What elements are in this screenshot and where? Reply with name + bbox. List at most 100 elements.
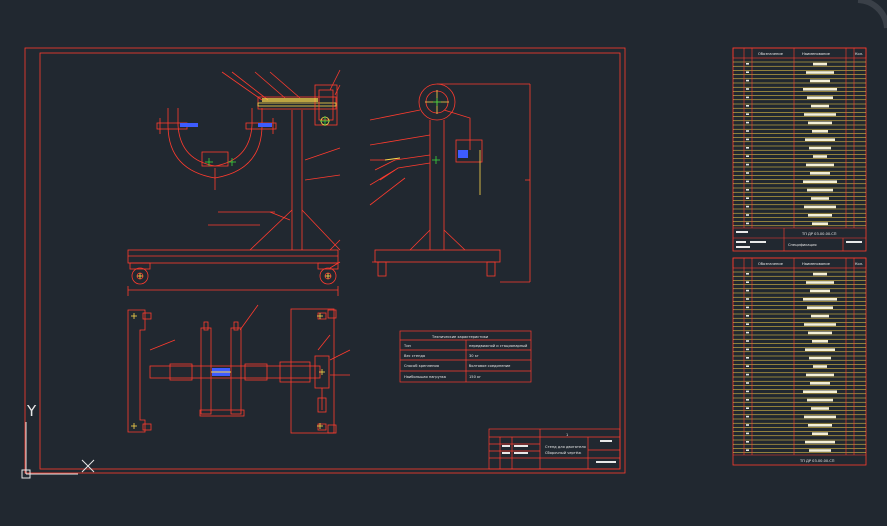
spec-row-index [746, 63, 749, 65]
spec-row-entry [812, 340, 828, 343]
sheet1-header-name: Наименование [802, 52, 831, 56]
front-view-accents [137, 98, 331, 279]
top-view [127, 304, 351, 434]
spec-row-index [746, 432, 749, 435]
spec-row-index [746, 155, 749, 157]
spec-row-index [746, 348, 749, 351]
spec-row-entry [809, 449, 831, 452]
spec-sheet-2: Обозначение Наименование Кол. ТП ДР 03.0… [732, 257, 867, 466]
spec-row-entry [813, 272, 827, 276]
spec-row-index [746, 71, 749, 73]
spec-row-4-label: Наибольшая нагрузка [404, 375, 446, 379]
spec-row-index [746, 273, 749, 275]
sheet1-header-qty: Кол. [855, 52, 863, 56]
spec-row-entry [813, 365, 827, 368]
sheet2-header-designation: Обозначение [758, 262, 784, 266]
spec-row-index [746, 88, 749, 90]
spec-row-index [746, 180, 749, 183]
spec-row-entry [810, 79, 830, 83]
spec-row-index [746, 441, 749, 443]
spec-row-entry [811, 407, 829, 410]
spec-row-2-label: Вес стенда [404, 354, 425, 358]
spec-row-entry [810, 289, 830, 293]
spec-row-entry [804, 415, 836, 419]
spec-row-entry [811, 104, 829, 108]
spec-row-entry [803, 88, 837, 91]
spec-row-entry [813, 155, 827, 158]
spec-row-index [746, 340, 749, 342]
spec-row-entry [807, 96, 833, 99]
title-block-subtitle: Сборочный чертёж [545, 451, 582, 455]
spec-row-entry [812, 130, 828, 133]
sheet1-header-designation: Обозначение [758, 52, 784, 56]
spec-row-index [746, 424, 749, 426]
spec-row-index [746, 147, 749, 149]
sheet2-footer-code: ТП ДР 03.00.00.СП [799, 459, 835, 463]
spec-row-index [746, 222, 749, 225]
spec-row-entry [813, 62, 827, 66]
spec-row-entry [804, 323, 836, 326]
front-view [127, 69, 341, 296]
spec-row-index [746, 172, 749, 174]
spec-row-index [746, 197, 749, 199]
spec-row-entry [809, 356, 831, 360]
spec-row-entry [806, 163, 834, 167]
spec-row-entry [811, 197, 829, 200]
spec-row-index [746, 281, 749, 283]
spec-sheet-1: Обозначение Наименование Кол. ТП ДР 03.0… [732, 47, 867, 252]
spec-row-entry [806, 71, 834, 74]
spec-row-entry [808, 214, 832, 217]
ucs-icon [21, 422, 95, 479]
side-view [369, 83, 531, 283]
sheet2-header-qty: Кол. [855, 262, 863, 266]
spec-row-index [746, 382, 749, 384]
spec-row-entry [807, 188, 833, 192]
spec-row-index [746, 390, 749, 393]
spec-sheet-2-rows [733, 271, 866, 453]
spec-row-1-value: передвижной и стационарный [469, 344, 528, 348]
spec-row-entry [805, 138, 835, 141]
spec-row-index [746, 415, 749, 418]
spec-row-entry [806, 373, 834, 377]
spec-row-entry [803, 180, 837, 183]
top-view-accents [131, 313, 325, 429]
spec-row-entry [804, 205, 836, 209]
viewcube-edge[interactable] [857, 0, 887, 29]
spec-row-entry [812, 432, 828, 435]
spec-row-index [746, 315, 749, 317]
sheet1-footer-name: Спецификация [788, 243, 817, 247]
spec-row-1-label: Тип [403, 344, 412, 348]
spec-row-index [746, 113, 749, 115]
spec-row-index [746, 121, 749, 124]
spec-row-index [746, 163, 749, 166]
spec-row-entry [805, 348, 835, 351]
spec-row-entry [807, 398, 833, 402]
ucs-y-label: Y [27, 402, 37, 420]
spec-row-index [746, 79, 749, 82]
spec-row-index [746, 214, 749, 216]
spec-row-entry [804, 113, 836, 116]
spec-row-index [746, 130, 749, 132]
spec-row-entry [805, 440, 835, 444]
spec-row-index [746, 373, 749, 376]
spec-row-entry [808, 121, 832, 125]
spec-row-index [746, 323, 749, 325]
title-block-sheet: 1 [566, 433, 568, 437]
spec-row-entry [809, 146, 831, 150]
spec-row-index [746, 331, 749, 334]
title-block-title: Стенд для двигателя [545, 445, 586, 449]
spec-row-entry [803, 298, 837, 301]
spec-row-entry [811, 314, 829, 318]
spec-row-entry [807, 306, 833, 309]
spec-row-entry [810, 172, 830, 175]
spec-row-entry [803, 390, 837, 393]
spec-row-index [746, 298, 749, 300]
side-view-accents [384, 90, 468, 164]
tech-spec-table: Технические характеристики Тип передвижн… [399, 330, 532, 383]
drawing-sheet [24, 47, 626, 474]
spec-row-index [746, 105, 749, 107]
spec-row-entry [808, 424, 832, 427]
spec-table-title: Технические характеристики [431, 335, 489, 339]
spec-row-3-label: Способ крепления [404, 364, 439, 368]
